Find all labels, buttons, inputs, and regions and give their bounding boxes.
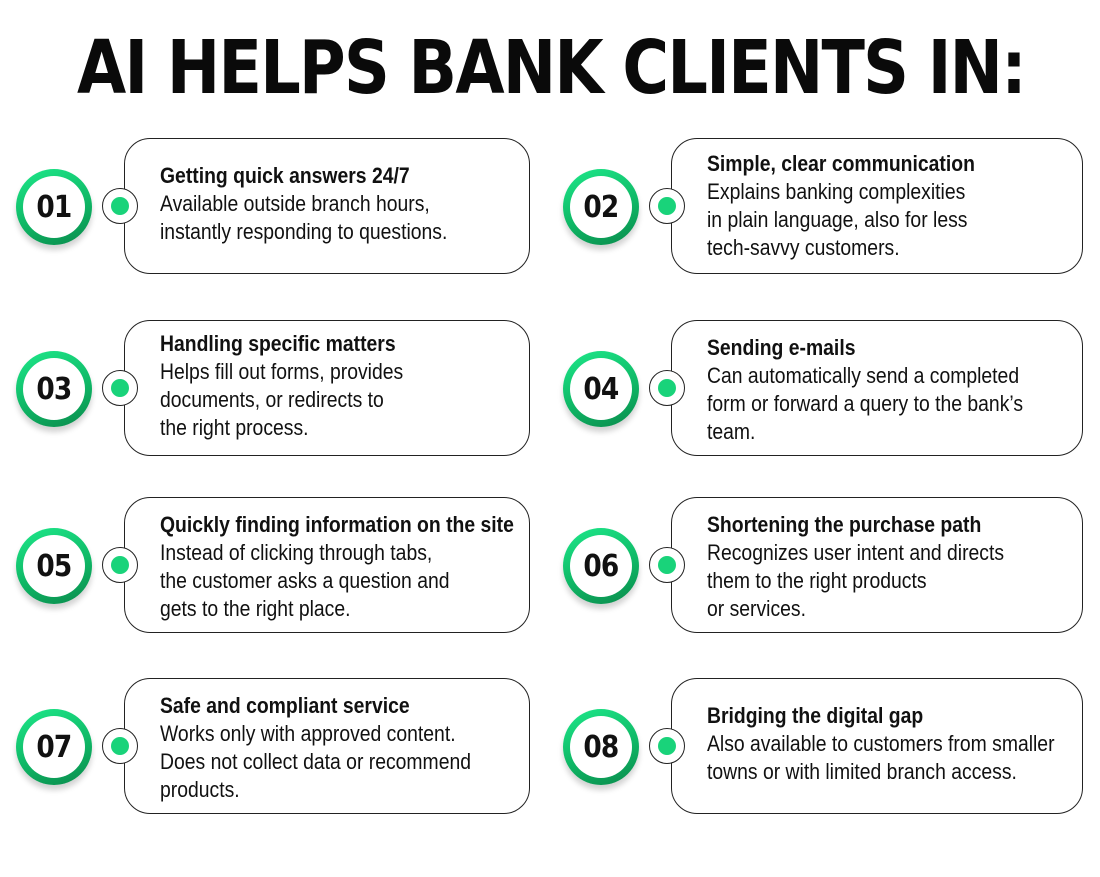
benefit-card bbox=[124, 138, 530, 274]
benefit-item-01: 01 Getting quick answers 24/7 Available … bbox=[16, 138, 536, 278]
benefit-line: the right process. bbox=[160, 415, 309, 440]
connector-dot-icon bbox=[649, 728, 685, 764]
benefit-line: towns or with limited branch access. bbox=[707, 759, 1017, 784]
number-label: 06 bbox=[583, 548, 620, 584]
benefit-text: Safe and compliant service Works only wi… bbox=[160, 692, 494, 804]
number-badge: 02 bbox=[563, 169, 639, 245]
benefit-line: Recognizes user intent and directs bbox=[707, 540, 1005, 565]
benefit-line: them to the right products bbox=[707, 568, 927, 593]
benefit-line: Available outside branch hours, bbox=[160, 191, 430, 216]
benefit-card bbox=[671, 497, 1083, 633]
benefit-item-05: 05 Quickly finding information on the si… bbox=[16, 497, 536, 637]
number-label: 03 bbox=[36, 371, 73, 407]
benefit-heading: Getting quick answers 24/7 bbox=[160, 163, 410, 188]
benefit-heading: Sending e-mails bbox=[707, 335, 856, 360]
benefit-item-06: 06 Shortening the purchase path Recogniz… bbox=[563, 497, 1083, 637]
benefit-line: Helps fill out forms, provides bbox=[160, 359, 404, 384]
benefit-line: products. bbox=[160, 777, 240, 802]
benefit-line: tech-savvy customers. bbox=[707, 235, 900, 260]
benefit-card bbox=[671, 678, 1083, 814]
benefit-card bbox=[124, 320, 530, 456]
benefit-card bbox=[671, 320, 1083, 456]
benefit-line: Explains banking complexities bbox=[707, 179, 966, 204]
benefit-card bbox=[671, 138, 1083, 274]
benefit-line: in plain language, also for less bbox=[707, 207, 968, 232]
number-badge: 03 bbox=[16, 351, 92, 427]
number-label: 07 bbox=[36, 729, 73, 765]
benefit-heading: Bridging the digital gap bbox=[707, 703, 924, 728]
number-badge: 08 bbox=[563, 709, 639, 785]
connector-dot-icon bbox=[649, 547, 685, 583]
benefit-item-07: 07 Safe and compliant service Works only… bbox=[16, 678, 536, 818]
benefit-item-03: 03 Handling specific matters Helps fill … bbox=[16, 320, 536, 460]
benefit-line: gets to the right place. bbox=[160, 596, 351, 621]
connector-dot-icon bbox=[102, 188, 138, 224]
benefit-text: Bridging the digital gap Also available … bbox=[707, 702, 1055, 786]
number-label: 02 bbox=[583, 189, 620, 225]
benefit-line: documents, or redirects to bbox=[160, 387, 384, 412]
number-label: 04 bbox=[583, 371, 620, 407]
benefit-text: Quickly finding information on the site … bbox=[160, 511, 514, 623]
benefit-text: Getting quick answers 24/7 Available out… bbox=[160, 162, 494, 246]
benefit-line: team. bbox=[707, 419, 756, 444]
benefit-line: form or forward a query to the bank’s bbox=[707, 391, 1024, 416]
number-badge: 01 bbox=[16, 169, 92, 245]
benefit-heading: Simple, clear communication bbox=[707, 151, 975, 176]
benefit-line: Does not collect data or recommend bbox=[160, 749, 471, 774]
page-title: AI HELPS BANK CLIENTS IN: bbox=[77, 25, 1027, 111]
benefit-item-04: 04 Sending e-mails Can automatically sen… bbox=[563, 320, 1083, 460]
number-badge: 06 bbox=[563, 528, 639, 604]
benefit-heading: Safe and compliant service bbox=[160, 693, 410, 718]
benefit-line: instantly responding to questions. bbox=[160, 219, 448, 244]
benefit-line: Works only with approved content. bbox=[160, 721, 456, 746]
connector-dot-icon bbox=[649, 188, 685, 224]
number-badge: 07 bbox=[16, 709, 92, 785]
benefit-item-02: 02 Simple, clear communication Explains … bbox=[563, 138, 1083, 278]
number-badge: 04 bbox=[563, 351, 639, 427]
benefit-text: Shortening the purchase path Recognizes … bbox=[707, 511, 1041, 623]
connector-dot-icon bbox=[649, 370, 685, 406]
connector-dot-icon bbox=[102, 547, 138, 583]
benefit-line: the customer asks a question and bbox=[160, 568, 450, 593]
number-badge: 05 bbox=[16, 528, 92, 604]
benefit-heading: Handling specific matters bbox=[160, 331, 396, 356]
benefit-line: Can automatically send a completed bbox=[707, 363, 1020, 388]
benefit-text: Simple, clear communication Explains ban… bbox=[707, 150, 1041, 262]
number-label: 05 bbox=[36, 548, 73, 584]
number-label: 08 bbox=[583, 729, 620, 765]
connector-dot-icon bbox=[102, 728, 138, 764]
benefit-line: or services. bbox=[707, 596, 806, 621]
benefit-heading: Shortening the purchase path bbox=[707, 512, 982, 537]
number-label: 01 bbox=[36, 189, 73, 225]
benefit-item-08: 08 Bridging the digital gap Also availab… bbox=[563, 678, 1083, 818]
benefit-line: Instead of clicking through tabs, bbox=[160, 540, 433, 565]
connector-dot-icon bbox=[102, 370, 138, 406]
benefit-text: Sending e-mails Can automatically send a… bbox=[707, 334, 1041, 446]
benefit-card bbox=[124, 497, 530, 633]
benefit-line: Also available to customers from smaller bbox=[707, 731, 1055, 756]
benefit-text: Handling specific matters Helps fill out… bbox=[160, 330, 494, 442]
benefit-card bbox=[124, 678, 530, 814]
benefit-heading: Quickly finding information on the site bbox=[160, 512, 514, 537]
